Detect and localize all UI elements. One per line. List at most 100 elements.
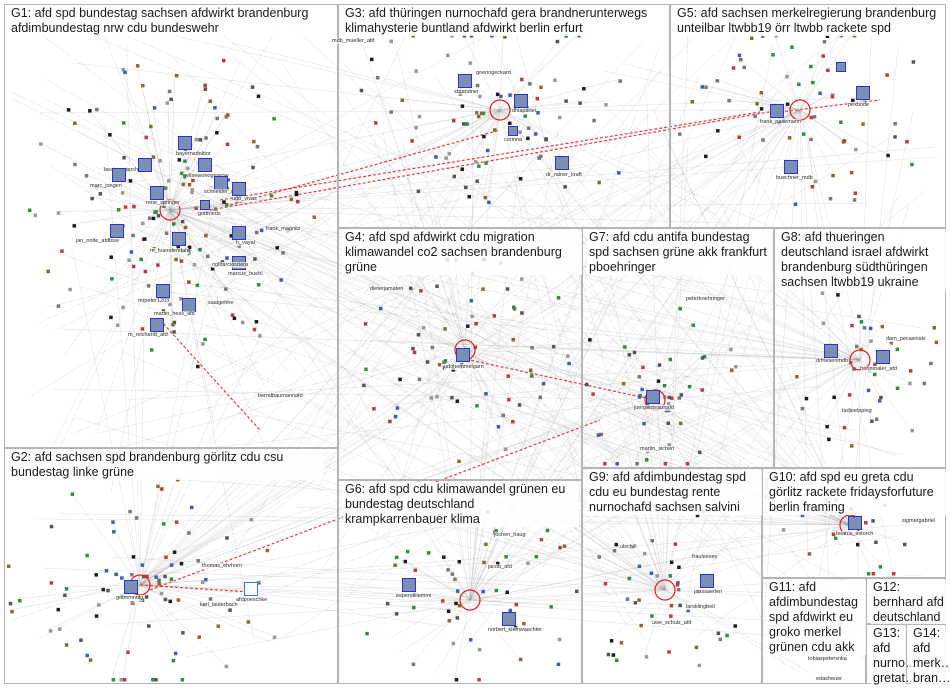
- graph-node: [655, 574, 659, 578]
- graph-node: [79, 638, 83, 642]
- graph-node: [694, 645, 699, 650]
- graph-edge: [774, 33, 801, 111]
- graph-node: [154, 678, 158, 682]
- graph-node: [168, 302, 172, 307]
- group-label: G14: afd merk… bran…: [911, 626, 950, 686]
- graph-node: [467, 194, 471, 199]
- graph-edge: [169, 199, 297, 211]
- graph-node: [457, 459, 461, 464]
- graph-edge: [169, 209, 260, 229]
- graph-edge: [397, 50, 466, 351]
- graph-edge: [400, 98, 501, 111]
- graph-edge: [608, 269, 666, 591]
- group-label: G13: afd nurno… gretat…: [871, 626, 918, 686]
- graph-edge: [498, 353, 656, 401]
- graph-node: [119, 678, 123, 682]
- graph-edge: [110, 209, 171, 494]
- graph-edge: [625, 589, 666, 598]
- graph-node: [727, 98, 731, 103]
- graph-node: [198, 247, 202, 252]
- graph-node: [208, 597, 213, 601]
- graph-node: [457, 603, 462, 608]
- graph-edge: [139, 19, 713, 586]
- graph-node: [588, 338, 592, 342]
- graph-node: [393, 563, 397, 567]
- graph-node: [511, 419, 515, 424]
- graph-node: [585, 382, 589, 387]
- graph-edge: [64, 209, 171, 355]
- graph-edge: [499, 109, 797, 451]
- graph-node: [255, 230, 259, 235]
- account-avatar: [172, 232, 186, 246]
- graph-node: [485, 148, 490, 153]
- group-label: G8: afd thueringen deutschland israel af…: [779, 230, 949, 290]
- graph-node: [729, 347, 733, 352]
- graph-node: [675, 583, 680, 587]
- graph-node: [259, 228, 264, 233]
- graph-node: [691, 323, 696, 328]
- graph-node: [250, 85, 255, 89]
- graph-edge: [158, 239, 666, 591]
- graph-edge: [10, 584, 141, 611]
- graph-node: [862, 326, 867, 330]
- graph-node: [617, 171, 621, 175]
- graph-node: [183, 159, 187, 163]
- graph-edge: [147, 209, 171, 217]
- graph-node: [56, 607, 61, 612]
- graph-edge: [103, 40, 861, 361]
- account-label: tadjeelpping: [842, 408, 872, 414]
- graph-node: [878, 565, 883, 569]
- account-label: gotmmnnig: [116, 595, 144, 601]
- account-avatar: [138, 158, 152, 172]
- graph-node: [482, 560, 486, 565]
- graph-node: [503, 447, 508, 452]
- graph-node: [232, 316, 237, 321]
- graph-node: [455, 399, 460, 403]
- graph-node: [161, 522, 166, 526]
- account-label: dieterjamaten: [370, 286, 404, 292]
- graph-node: [171, 322, 175, 327]
- graph-edge: [303, 269, 466, 351]
- graph-edge: [224, 109, 501, 569]
- graph-node: [541, 381, 546, 386]
- graph-node: [139, 257, 143, 262]
- graph-node: [567, 361, 571, 366]
- graph-node: [194, 137, 199, 142]
- account-label: buechner_mdb: [776, 175, 813, 181]
- graph-node: [251, 165, 255, 170]
- graph-node: [172, 550, 177, 554]
- graph-node: [650, 614, 654, 618]
- graph-node: [676, 581, 680, 585]
- graph-node: [64, 587, 69, 591]
- graph-node: [667, 650, 671, 654]
- graph-node: [106, 588, 110, 593]
- graph-node: [156, 484, 160, 489]
- graph-node: [121, 305, 125, 310]
- graph-node: [446, 609, 451, 614]
- graph-node: [215, 130, 219, 135]
- account-label: frank_pasemann: [760, 119, 801, 125]
- graph-node: [230, 313, 235, 317]
- graph-node: [269, 194, 274, 198]
- graph-node: [49, 581, 54, 585]
- account-avatar: [156, 284, 170, 298]
- graph-node: [419, 289, 423, 293]
- graph-node: [224, 115, 229, 119]
- account-label: sigmargabriel: [902, 518, 936, 524]
- graph-node: [633, 601, 638, 605]
- graph-node: [49, 524, 54, 529]
- graph-edge: [664, 589, 812, 674]
- graph-node: [934, 340, 939, 345]
- graph-node: [412, 350, 417, 355]
- graph-node: [611, 653, 616, 657]
- graph-edge: [469, 297, 612, 601]
- account-label: martin_hess_afd: [154, 311, 195, 317]
- graph-node: [669, 560, 674, 565]
- graph-node: [831, 173, 835, 178]
- graph-node: [886, 153, 890, 158]
- graph-edge: [141, 225, 861, 361]
- graph-node: [204, 136, 208, 140]
- graph-node: [174, 73, 179, 78]
- graph-edge: [139, 584, 217, 625]
- graph-node: [395, 406, 400, 410]
